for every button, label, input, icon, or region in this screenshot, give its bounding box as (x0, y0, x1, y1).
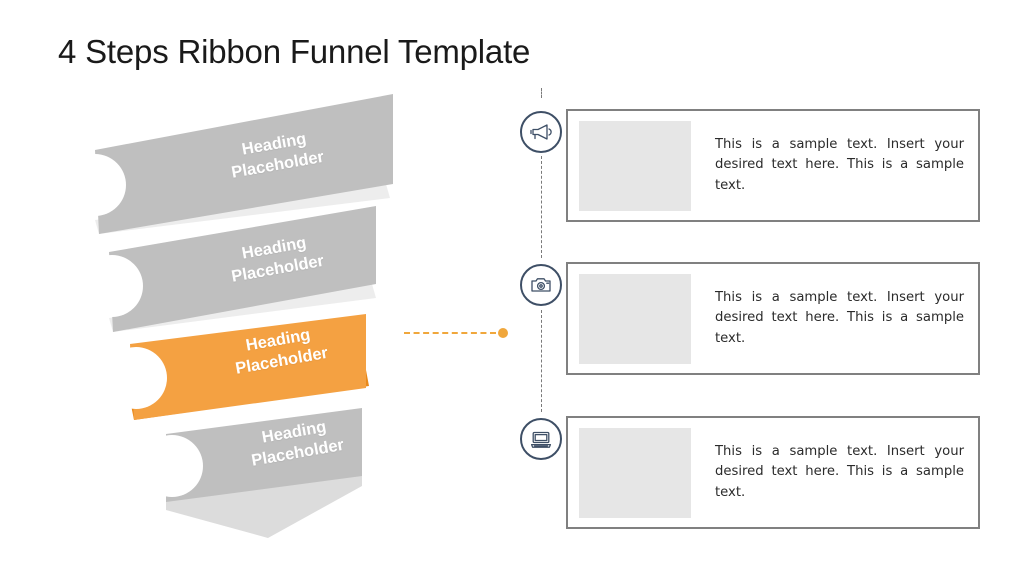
connector-dashed-line (404, 332, 496, 334)
detail-box-2[interactable]: This is a sample text. Insert your desir… (566, 262, 980, 375)
laptop-icon (529, 427, 553, 451)
detail-text-2: This is a sample text. Insert your desir… (715, 290, 964, 346)
camera-icon (529, 273, 553, 297)
megaphone-icon-circle[interactable] (520, 111, 562, 153)
vertical-dotted-line-2 (541, 310, 542, 412)
funnel-step-2[interactable]: 2 Heading Placeholder (81, 200, 386, 340)
connector-endpoint-dot (498, 328, 508, 338)
funnel-step-4[interactable]: 4 Heading Placeholder (141, 398, 370, 548)
laptop-icon-circle[interactable] (520, 418, 562, 460)
page-title: 4 Steps Ribbon Funnel Template (58, 33, 531, 70)
funnel-step-3-shape (105, 300, 376, 445)
megaphone-icon (529, 120, 553, 144)
vertical-dotted-line-top (541, 88, 542, 98)
image-placeholder-3[interactable] (579, 427, 691, 518)
funnel-step-3[interactable]: 3 Heading Placeholder (105, 300, 376, 445)
funnel-step-1[interactable]: 1 Heading Placeholder (64, 92, 400, 242)
funnel-step-1-shape (64, 92, 400, 242)
funnel-step-2-shape (81, 200, 386, 340)
image-placeholder-2[interactable] (579, 273, 691, 364)
detail-box-1[interactable]: This is a sample text. Insert your desir… (566, 109, 980, 222)
camera-icon-circle[interactable] (520, 264, 562, 306)
funnel-step-4-shape (141, 398, 370, 548)
image-placeholder-1[interactable] (579, 120, 691, 211)
funnel-diagram: 1 Heading Placeholder 2 Heading Placehol… (0, 0, 470, 576)
vertical-dotted-line-1 (541, 156, 542, 258)
detail-text-1: This is a sample text. Insert your desir… (715, 137, 964, 193)
detail-box-3[interactable]: This is a sample text. Insert your desir… (566, 416, 980, 529)
detail-text-3: This is a sample text. Insert your desir… (715, 444, 964, 500)
funnel-to-panel-connector (404, 326, 512, 340)
